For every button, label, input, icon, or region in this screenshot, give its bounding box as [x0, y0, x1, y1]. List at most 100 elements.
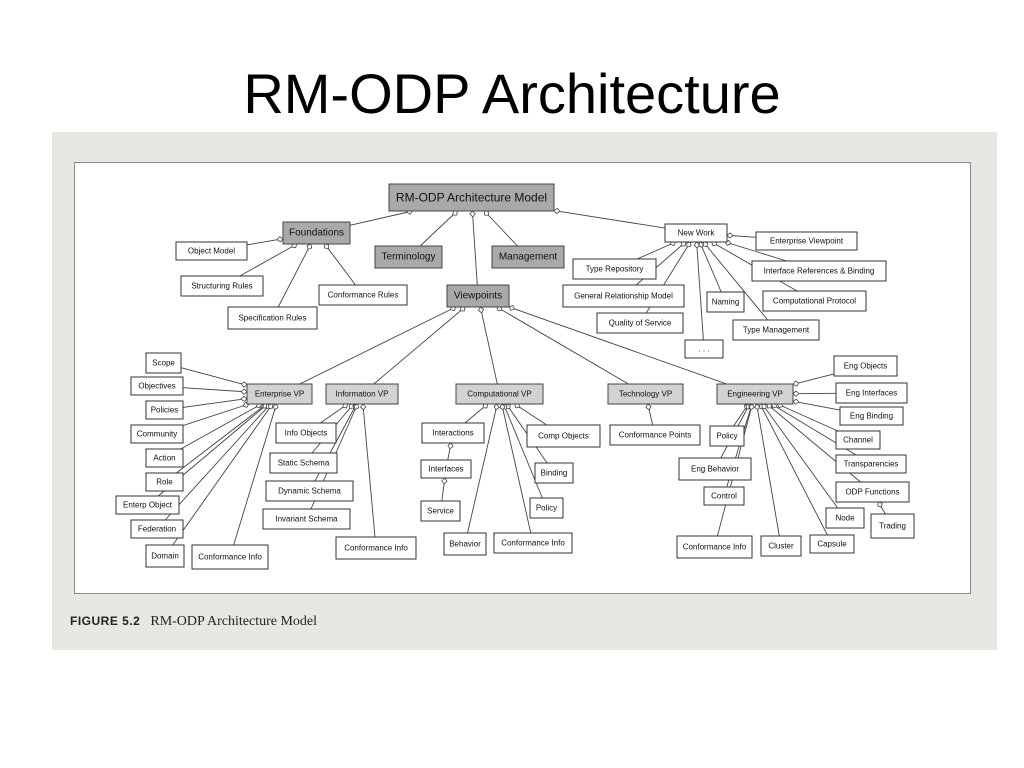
- node-label: Viewpoints: [454, 291, 502, 302]
- node-label: Technology VP: [619, 390, 672, 399]
- edge-engineering_vp-node: [761, 403, 839, 509]
- node-label: Policy: [536, 504, 557, 513]
- node-engineering-vp: Engineering VP: [716, 383, 794, 405]
- diagram-edges: [157, 207, 886, 546]
- node-control: Control: [703, 486, 745, 506]
- diamond-foundations-object_model: [276, 236, 284, 243]
- diamond-root-new_work: [553, 207, 561, 215]
- node-policies: Policies: [145, 400, 184, 420]
- node-label: Enterprise Viewpoint: [770, 237, 844, 246]
- figure-caption-text: RM-ODP Architecture Model: [150, 614, 318, 629]
- node-conformance-points: Conformance Points: [609, 424, 701, 446]
- node-box: [115, 495, 180, 515]
- node-channel: Channel: [835, 430, 881, 450]
- edge-new_work-type_management: [703, 241, 769, 321]
- node-action: Action: [145, 448, 184, 468]
- node-binding: Binding: [534, 462, 574, 484]
- node-computational-protocol: Computational Protocol: [762, 290, 867, 312]
- node-label: Federation: [138, 525, 176, 534]
- node-label: Objectives: [138, 382, 175, 391]
- edge-enterprise_vp-role: [175, 403, 267, 474]
- edge-new_work-ellipsis: [696, 241, 704, 341]
- figure-caption-label: FIGURE 5.2: [70, 614, 141, 628]
- node-service: Service: [420, 500, 461, 522]
- node-scope: Scope: [145, 352, 182, 374]
- node-cluster: Cluster: [760, 535, 802, 557]
- node-label: Interfaces: [428, 465, 463, 474]
- edge-engineering_vp-eng_objects: [792, 373, 835, 385]
- node-label: Conformance Info: [198, 553, 262, 562]
- node-label: Node: [835, 514, 855, 523]
- node-foundations: Foundations: [282, 221, 351, 245]
- node-box: [732, 319, 820, 341]
- node-box: [572, 258, 657, 280]
- node-federation: Federation: [130, 519, 184, 539]
- edge-foundations-conformance_rules: [324, 243, 356, 286]
- node-box: [325, 383, 399, 405]
- node-label: Transparencies: [844, 460, 899, 469]
- edge-new_work-naming: [699, 241, 722, 293]
- diamond-computational_vp-interactions: [482, 403, 489, 409]
- diamond-new_work-quality_of_service: [686, 241, 692, 248]
- node-label: . . .: [698, 345, 709, 354]
- node-technology-vp: Technology VP: [607, 383, 684, 405]
- diamond-interactions-interfaces: [447, 442, 454, 450]
- node-label: Static Schema: [278, 459, 330, 468]
- node-label: Computational VP: [467, 390, 531, 399]
- diamond-odp_functions-trading: [877, 501, 883, 508]
- node-box: [562, 284, 685, 308]
- node-box: [706, 291, 745, 313]
- slide-title: RM-ODP Architecture: [243, 62, 781, 125]
- node-label: Control: [711, 492, 737, 501]
- edge-foundations-structuring_rules: [239, 243, 298, 277]
- node-capsule: Capsule: [809, 534, 855, 554]
- edge-engineering_vp-channel: [777, 403, 839, 432]
- node-label: Community: [137, 430, 177, 439]
- node-box: [335, 536, 417, 560]
- node-box: [825, 507, 865, 529]
- node-label: Scope: [152, 359, 175, 368]
- diamond-new_work-type_management: [702, 241, 708, 248]
- node-box: [145, 472, 184, 492]
- node-label: Computational Protocol: [773, 297, 856, 306]
- node-box: [835, 481, 910, 503]
- diamond-engineering_vp-cluster: [754, 403, 761, 411]
- node-terminology: Terminology: [374, 245, 443, 269]
- node-label: Enterprise VP: [255, 390, 304, 399]
- node-interfaces: Interfaces: [420, 459, 472, 479]
- node-general-relationship-model: General Relationship Model: [562, 284, 685, 308]
- node-type-repository: Type Repository: [572, 258, 657, 280]
- node-label: Dynamic Schema: [278, 487, 341, 496]
- node-box: [755, 231, 858, 251]
- diamond-new_work-general_relationship_model: [680, 241, 687, 247]
- node-box: [529, 497, 564, 519]
- diamond-engineering_vp-node: [761, 403, 767, 410]
- edge-enterprise_vp-policies: [182, 398, 248, 408]
- node-box: [265, 480, 354, 502]
- node-box: [421, 422, 485, 444]
- node-box: [491, 245, 565, 269]
- diamond-new_work-ellipsis: [693, 241, 700, 249]
- edge-enterprise_vp-ent_conformance_info: [233, 403, 277, 546]
- node-new-work: New Work: [664, 223, 728, 243]
- node-label: Interface References & Binding: [764, 267, 875, 276]
- edge-information_vp-info_conformance_info: [362, 403, 376, 538]
- node-box: [275, 422, 337, 444]
- edge-root-management: [483, 210, 518, 247]
- node-label: Conformance Rules: [328, 291, 399, 300]
- node-transparencies: Transparencies: [835, 454, 907, 474]
- diamond-enterprise_vp-domain: [268, 403, 274, 410]
- node-box: [760, 535, 802, 557]
- node-label: Policies: [151, 406, 179, 415]
- node-info-objects: Info Objects: [275, 422, 337, 444]
- diamond-foundations-conformance_rules: [324, 243, 330, 250]
- node-conformance-rules: Conformance Rules: [318, 284, 408, 306]
- node-box: [835, 430, 881, 450]
- node-role: Role: [145, 472, 184, 492]
- node-ellipsis: . . .: [684, 339, 724, 359]
- node-enterprise-viewpoint: Enterprise Viewpoint: [755, 231, 858, 251]
- edge-enterprise_vp-community: [182, 403, 250, 426]
- diamond-root-terminology: [452, 210, 458, 216]
- diamond-information_vp-info_conformance_info: [360, 403, 367, 411]
